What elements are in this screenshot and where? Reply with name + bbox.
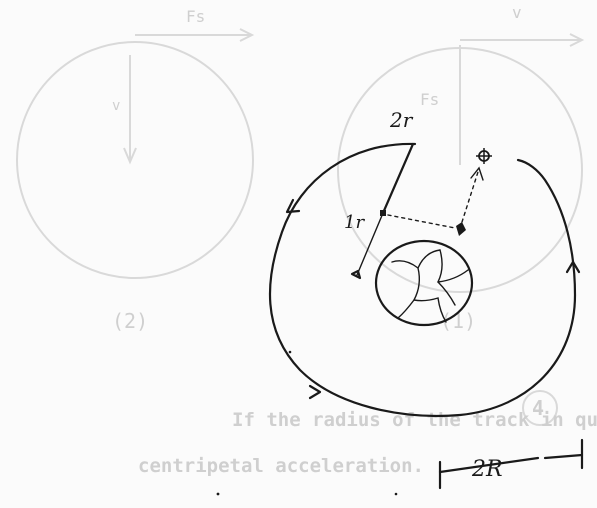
handwritten-layer: 2r 1r 2R [216, 108, 584, 496]
label-1r: 1r [344, 212, 365, 233]
orbit-arrow-bottom [308, 384, 322, 400]
center-marker [350, 269, 362, 280]
faint-velocity-label-right: v [512, 3, 522, 22]
target-marker [476, 148, 492, 164]
small-body-marker [456, 222, 466, 236]
faint-force-arrowhead-left [239, 28, 255, 42]
planet-surface-cracks [391, 249, 469, 323]
faint-printed-layer: Fs v v Fs (2) (1) 4 If the radius of the… [16, 3, 597, 477]
faint-figure-label-left: (2) [112, 309, 148, 333]
mid-marker [380, 210, 386, 216]
faint-velocity-arrowhead-left [123, 147, 137, 165]
faint-force-label-right: Fs [420, 90, 439, 109]
faint-question-number-circle [522, 390, 558, 426]
faint-velocity-arrowhead-right [569, 33, 585, 47]
inner-radius-segment [356, 212, 384, 276]
faint-question-line-2: centripetal acceleration. [138, 455, 424, 477]
stray-dot-1 [288, 350, 292, 354]
stray-dot-2 [216, 492, 220, 496]
dimension-line-2R [438, 456, 540, 474]
outer-radius-segment [381, 142, 415, 215]
faint-circle-left [16, 41, 254, 279]
stray-dot-3 [394, 492, 398, 496]
faint-question-number: 4 [532, 396, 544, 420]
orbit-arrow-right [565, 260, 581, 274]
faint-question-line-1: If the radius of the track in que [232, 409, 597, 431]
faint-velocity-label-left: v [112, 98, 120, 114]
faint-force-label-left: Fs [186, 7, 205, 26]
central-planet [374, 239, 474, 327]
orbit-arrow-left [285, 198, 301, 214]
dashed-arrow-up [461, 171, 479, 223]
dashed-link [387, 214, 456, 229]
label-2R: 2R [471, 457, 503, 482]
outer-orbit-path [268, 142, 577, 418]
dashed-arrowhead-up [470, 166, 484, 181]
label-2r: 2r [389, 108, 414, 132]
dimension-line-right [543, 453, 584, 460]
